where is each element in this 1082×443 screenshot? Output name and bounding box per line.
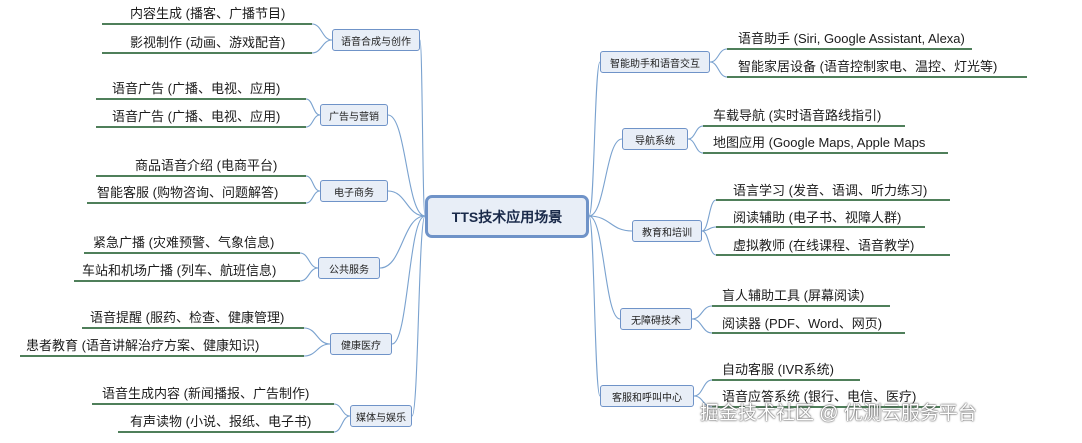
branch-node[interactable]: 语音合成与创作 xyxy=(332,29,420,51)
connector-line xyxy=(709,48,728,63)
connector-line xyxy=(305,114,321,128)
connector-line xyxy=(588,215,601,397)
connector-line xyxy=(411,215,426,417)
branch-node[interactable]: 智能助手和语音交互 xyxy=(600,51,710,73)
connector-line xyxy=(391,215,426,345)
connector-line xyxy=(588,215,633,232)
connector-line xyxy=(687,138,704,154)
leaf-node[interactable]: 商品语音介绍 (电商平台) xyxy=(135,158,278,173)
connector-line xyxy=(701,199,717,232)
connector-line xyxy=(305,98,321,116)
branch-node[interactable]: 导航系统 xyxy=(622,128,688,150)
connector-line xyxy=(588,61,601,217)
connector-line xyxy=(701,230,717,256)
leaf-node[interactable]: 语音广告 (广播、电视、应用) xyxy=(112,109,281,124)
connector-line xyxy=(333,403,351,417)
connector-line xyxy=(691,318,713,334)
connector-line xyxy=(387,114,426,217)
leaf-node[interactable]: 阅读辅助 (电子书、视障人群) xyxy=(733,210,902,225)
leaf-node[interactable]: 智能家居设备 (语音控制家电、温控、灯光等) xyxy=(738,59,998,74)
leaf-node[interactable]: 有声读物 (小说、报纸、电子书) xyxy=(130,414,312,429)
leaf-node[interactable]: 自动客服 (IVR系统) xyxy=(722,362,834,377)
branch-node[interactable]: 公共服务 xyxy=(318,257,380,279)
connector-line xyxy=(588,215,621,320)
leaf-node[interactable]: 内容生成 (播客、广播节目) xyxy=(130,6,286,21)
root-node[interactable]: TTS技术应用场景 xyxy=(425,195,589,238)
leaf-node[interactable]: 语言学习 (发音、语调、听力练习) xyxy=(733,183,928,198)
leaf-node[interactable]: 语音提醒 (服药、检查、健康管理) xyxy=(90,310,285,325)
branch-node[interactable]: 客服和呼叫中心 xyxy=(600,385,694,407)
connector-line xyxy=(693,379,713,397)
connector-line xyxy=(709,61,728,78)
leaf-node[interactable]: 影视制作 (动画、游戏配音) xyxy=(130,35,286,50)
connector-line xyxy=(303,327,331,345)
connector-line xyxy=(419,39,426,217)
connector-line xyxy=(333,415,351,433)
leaf-node[interactable]: 车站和机场广播 (列车、航班信息) xyxy=(82,263,277,278)
leaf-node[interactable]: 患者教育 (语音讲解治疗方案、健康知识) xyxy=(26,338,260,353)
connector-line xyxy=(379,215,426,269)
branch-node[interactable]: 广告与营销 xyxy=(320,104,388,126)
leaf-node[interactable]: 语音助手 (Siri, Google Assistant, Alexa) xyxy=(738,31,965,46)
branch-node[interactable]: 电子商务 xyxy=(320,180,388,202)
connector-line xyxy=(311,39,333,54)
connector-line xyxy=(387,190,426,217)
connector-line xyxy=(299,252,319,269)
watermark: 掘金技术社区 @ 优测云服务平台 xyxy=(700,403,977,424)
branch-node[interactable]: 媒体与娱乐 xyxy=(350,405,412,427)
leaf-node[interactable]: 地图应用 (Google Maps, Apple Maps xyxy=(713,135,926,150)
connector-line xyxy=(305,190,321,204)
branch-node[interactable]: 教育和培训 xyxy=(632,220,702,242)
connector-line xyxy=(303,343,331,357)
connector-line xyxy=(693,395,713,408)
connector-line xyxy=(691,305,713,320)
leaf-node[interactable]: 盲人辅助工具 (屏幕阅读) xyxy=(722,288,865,303)
leaf-node[interactable]: 智能客服 (购物咨询、问题解答) xyxy=(97,185,279,200)
leaf-node[interactable]: 语音广告 (广播、电视、应用) xyxy=(112,81,281,96)
leaf-node[interactable]: 车载导航 (实时语音路线指引) xyxy=(713,108,882,123)
branch-node[interactable]: 健康医疗 xyxy=(330,333,392,355)
connector-line xyxy=(311,23,333,41)
leaf-node[interactable]: 语音生成内容 (新闻播报、广告制作) xyxy=(102,386,310,401)
connector-line xyxy=(299,267,319,282)
connector-line xyxy=(588,138,623,217)
leaf-node[interactable]: 虚拟教师 (在线课程、语音教学) xyxy=(733,238,915,253)
connector-line xyxy=(687,125,704,140)
leaf-node[interactable]: 阅读器 (PDF、Word、网页) xyxy=(722,316,883,331)
connector-line xyxy=(305,175,321,192)
leaf-node[interactable]: 紧急广播 (灾难预警、气象信息) xyxy=(93,235,275,250)
branch-node[interactable]: 无障碍技术 xyxy=(620,308,692,330)
leaf-node[interactable]: 语音应答系统 (银行、电信、医疗) xyxy=(722,389,917,404)
